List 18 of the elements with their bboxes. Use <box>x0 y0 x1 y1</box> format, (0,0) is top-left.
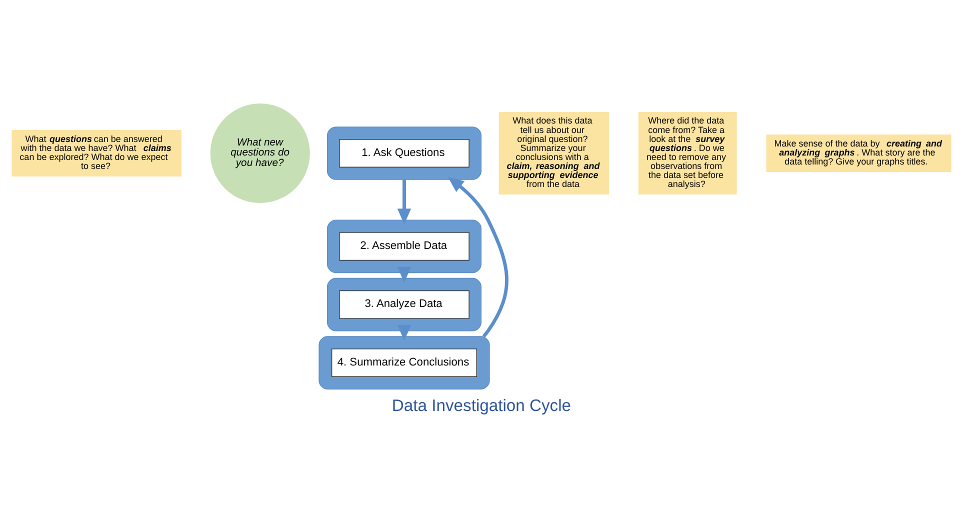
node-box: Where did the data come from? Take a look at the survey questions. Do we need to remove any observations from the data set before analysis? <box>638 112 737 194</box>
cluster <box>318 336 490 389</box>
arrow <box>397 266 412 282</box>
node-box: What questions can be answered with the data we have? What claims can be explored? What do we expect to see? <box>12 130 182 176</box>
arrow <box>448 176 508 338</box>
diagram-title: Data Investigation Cycle <box>392 395 572 414</box>
arrow <box>397 324 412 340</box>
node-box: What does this data tell us about our original question? Summarize your conclusions with a claim, reasoning and supporting evidence from the data <box>498 112 609 194</box>
node-circle: What new questions do you have? <box>210 102 310 203</box>
node-box: Make sense of the data by creating and analyzing graphs. What story are the data telling? Give your graphs titles. <box>766 134 952 172</box>
node-box: 4. Summarize Conclusions <box>332 348 477 376</box>
node-box: 2. Assemble Data <box>339 232 470 260</box>
node-box: 1. Ask Questions <box>339 138 470 167</box>
arrow <box>397 179 412 224</box>
cluster <box>326 126 482 180</box>
node-box: 3. Analyze Data <box>339 290 470 318</box>
cluster <box>326 277 482 331</box>
cluster <box>326 219 482 273</box>
